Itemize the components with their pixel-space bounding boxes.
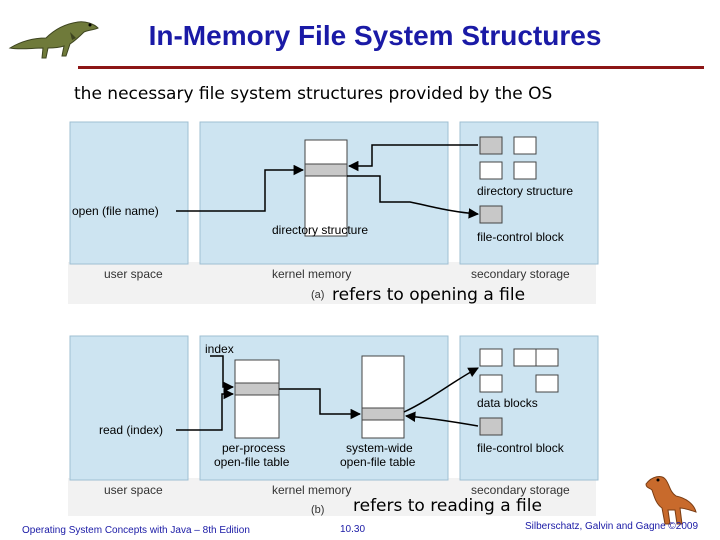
data-block: [535, 348, 559, 367]
system-wide-open-file-table: [361, 355, 405, 439]
footer-authors: Silberschatz, Galvin and Gagne ©2009: [525, 521, 699, 532]
disk-dir-block: [479, 161, 503, 180]
label-kernel-memory-b: kernel memory: [272, 483, 351, 497]
label-secondary-storage-b: secondary storage: [471, 483, 570, 497]
arrow-disk-dir-to-memory: [347, 144, 478, 172]
footer-page-number: 10.30: [340, 524, 366, 535]
user-space-panel-a: [69, 121, 189, 265]
data-block: [479, 374, 503, 393]
memory-directory-structure-block: [304, 139, 348, 237]
diagram-b-label-strip: [68, 478, 596, 516]
label-kernel-memory-a: kernel memory: [272, 267, 351, 281]
title-underline: [78, 66, 704, 69]
user-space-panel-b: [69, 335, 189, 481]
label-file-control-block-a: file-control block: [477, 230, 565, 244]
per-process-open-file-table: [234, 359, 280, 439]
label-system-wide-2: open-file table: [340, 455, 416, 469]
label-user-space-a: user space: [104, 267, 163, 281]
label-per-process-1: per-process: [222, 441, 285, 455]
disk-dir-block: [513, 136, 537, 155]
data-block: [479, 348, 503, 367]
label-user-space-b: user space: [104, 483, 163, 497]
disk-dir-block: [513, 161, 537, 180]
label-read-index: read (index): [99, 423, 163, 437]
arrow-index-to-per-process: [210, 355, 235, 393]
label-per-process-2: open-file table: [214, 455, 290, 469]
label-file-control-block-b: file-control block: [477, 441, 565, 455]
disk-fcb-block-b: [479, 417, 503, 436]
memory-directory-entry: [304, 163, 348, 177]
slide-title: In-Memory File System Structures: [148, 20, 602, 51]
arrow-read-to-per-process: [176, 388, 235, 431]
label-data-blocks: data blocks: [477, 396, 538, 410]
caption-b: refers to reading a file: [353, 496, 542, 516]
disk-dir-block: [479, 136, 503, 155]
arrow-fcb-to-system-wide: [404, 411, 479, 427]
dinosaur-logo-icon: [8, 21, 99, 59]
data-block: [535, 374, 559, 393]
footer-book-title: Operating System Concepts with Java – 8t…: [22, 525, 250, 536]
disk-fcb-block: [479, 205, 503, 224]
label-letter-b: (b): [311, 504, 324, 516]
per-process-table-entry: [234, 382, 280, 396]
label-system-wide-1: system-wide: [346, 441, 413, 455]
slide-subtitle: the necessary file system structures pro…: [74, 84, 553, 104]
system-wide-table-entry: [361, 407, 405, 421]
label-letter-a: (a): [311, 289, 324, 301]
dinosaur-illustration-icon: [645, 476, 697, 525]
label-disk-directory-structure: directory structure: [477, 184, 573, 198]
arrow-system-wide-to-data-blocks: [403, 367, 479, 413]
label-memory-directory-structure: directory structure: [272, 223, 368, 237]
data-block: [513, 348, 537, 367]
label-open-file-name: open (file name): [72, 204, 159, 218]
label-index: index: [205, 342, 234, 356]
arrow-per-process-to-system-wide: [279, 388, 362, 420]
arrow-open-to-directory: [176, 164, 305, 212]
caption-a: refers to opening a file: [332, 285, 526, 305]
label-secondary-storage-a: secondary storage: [471, 267, 570, 281]
diagram-a-label-strip: [68, 262, 596, 304]
arrow-directory-to-fcb: [347, 175, 480, 219]
